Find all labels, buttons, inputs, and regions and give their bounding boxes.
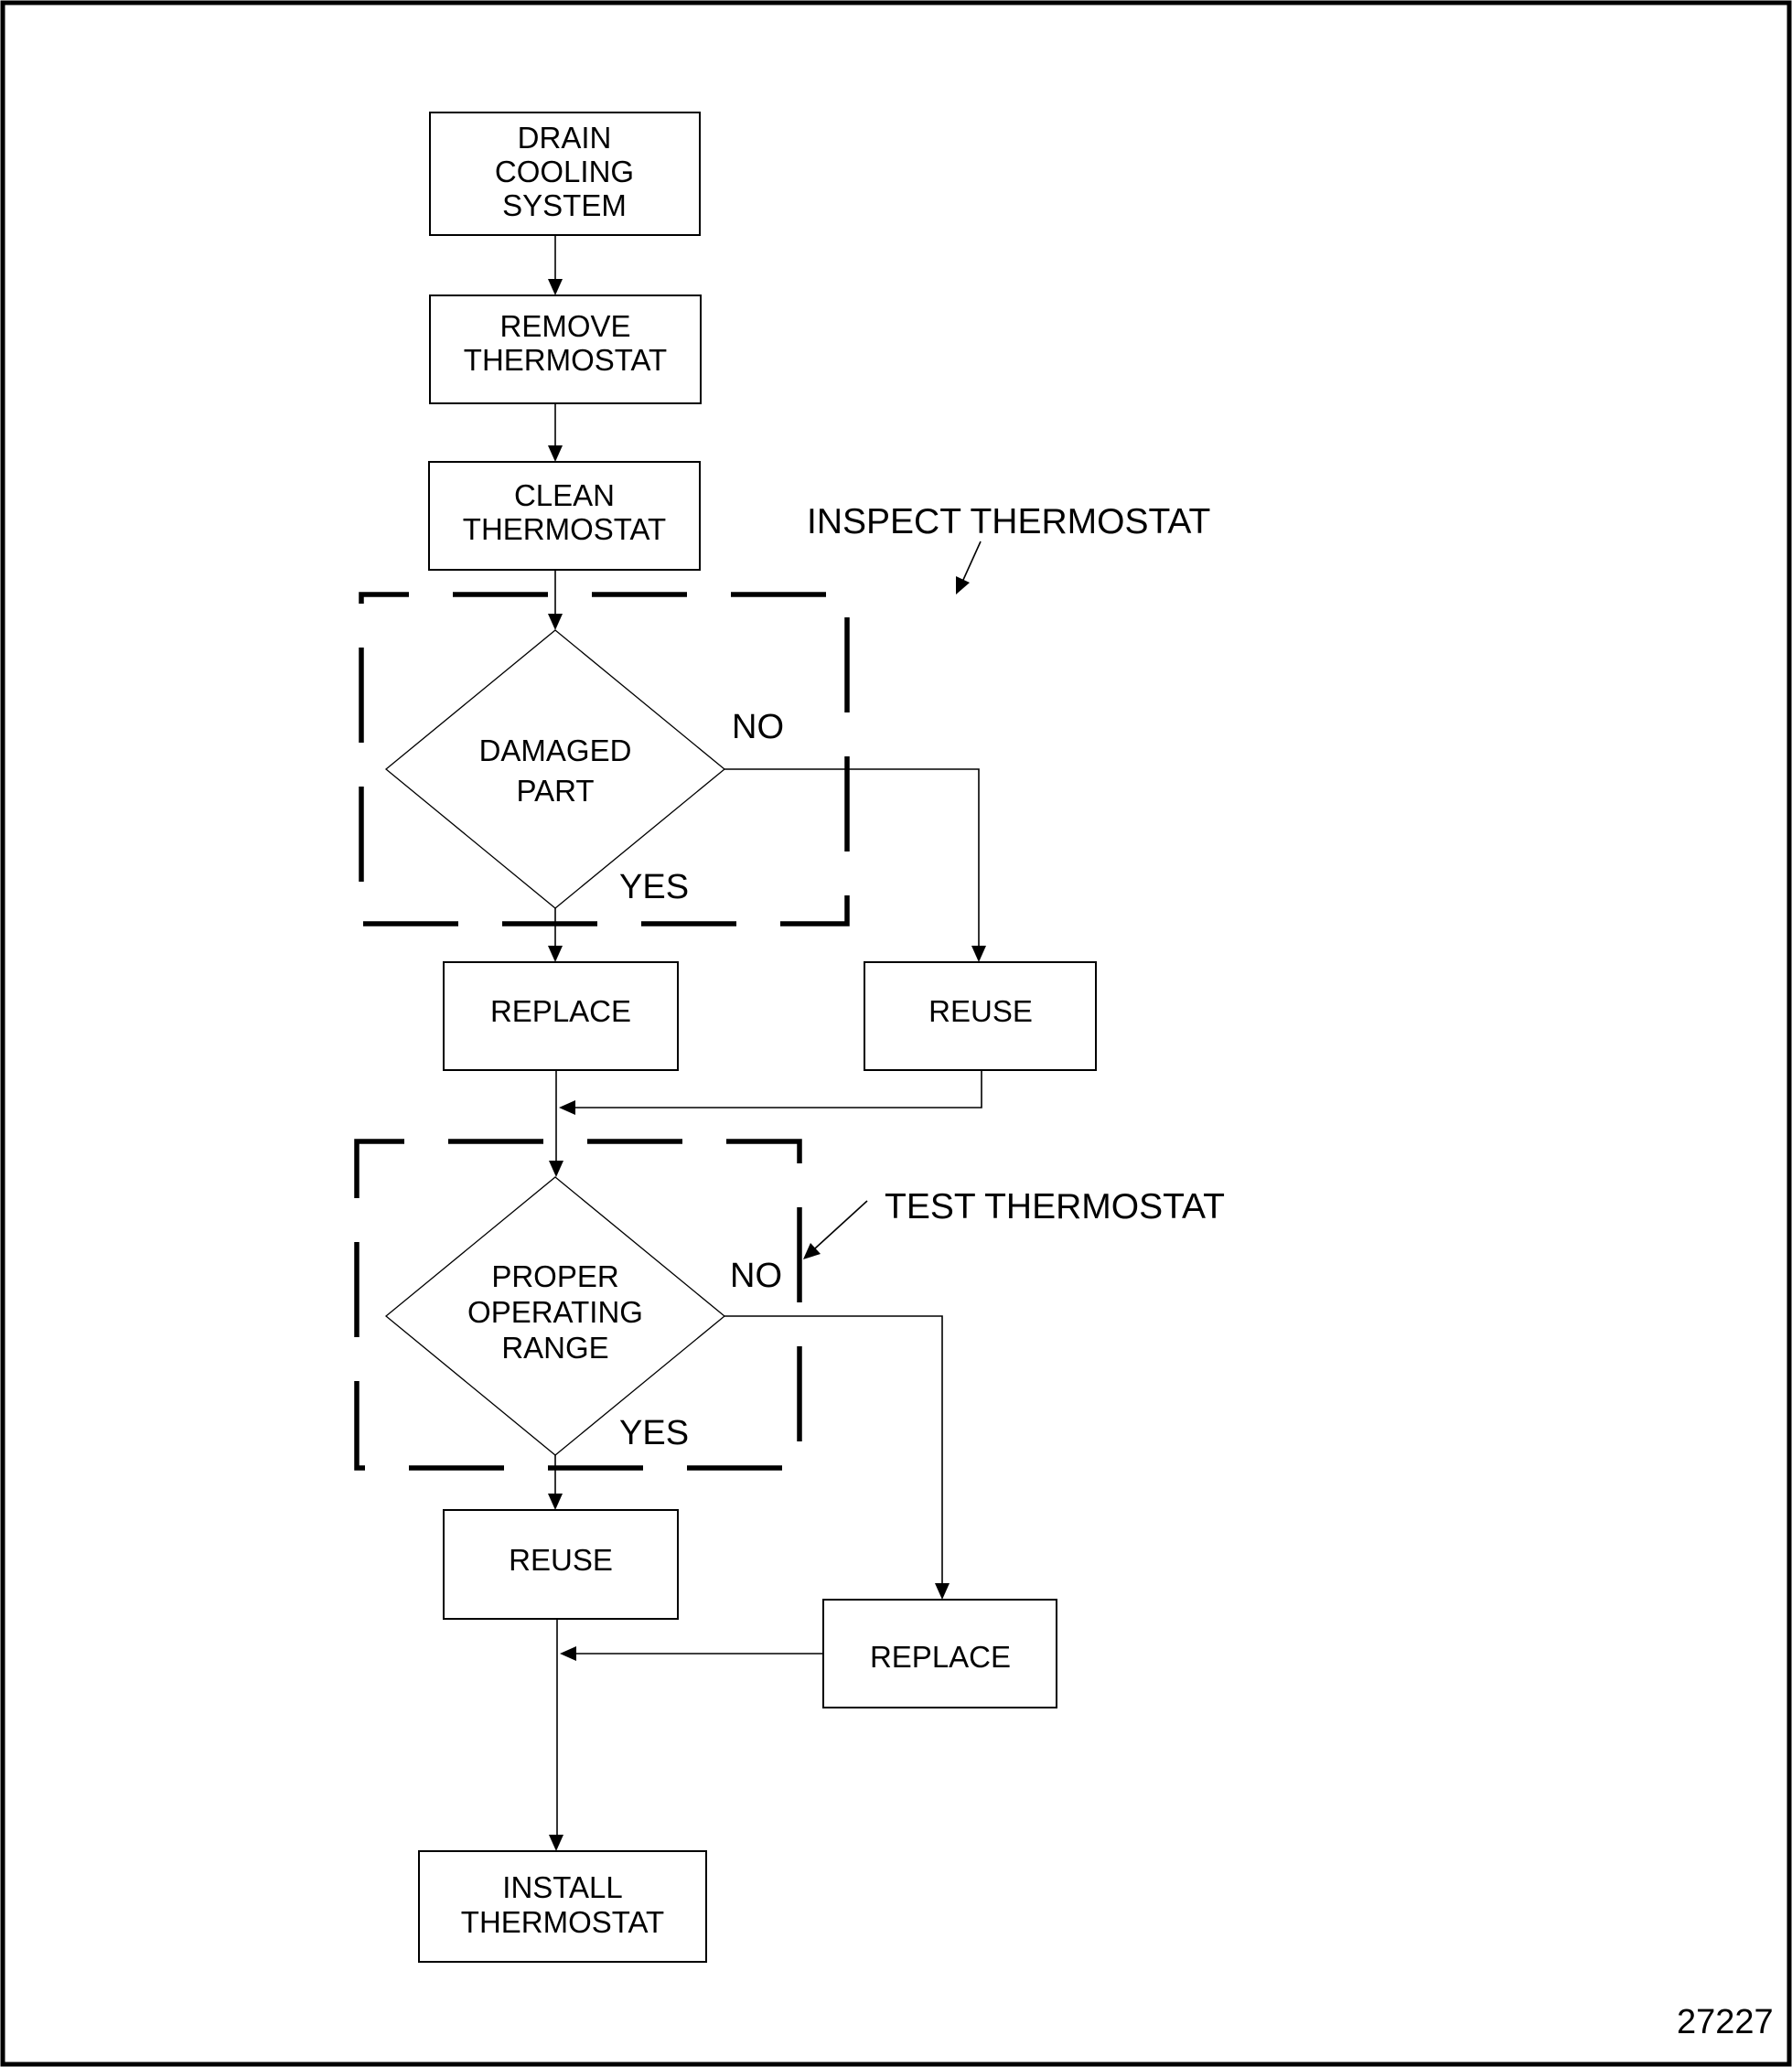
connector-range-no-to-replace (724, 1315, 943, 1583)
range-no-label: NO (730, 1257, 782, 1295)
inspect-thermostat-dashed-region (359, 592, 850, 926)
damaged-decision-label-line1: DAMAGED (479, 734, 632, 767)
replace-damaged-box-label: REPLACE (490, 994, 631, 1028)
damaged-decision-label-line2: PART (517, 774, 595, 808)
arrowhead-into-clean (548, 445, 563, 462)
clean-box-label-line1: CLEAN (514, 478, 615, 512)
drain-cooling-system-box (429, 112, 701, 236)
remove-thermostat-box (429, 295, 702, 404)
replace-out-of-range-box-label: REPLACE (870, 1640, 1011, 1674)
install-thermostat-box (418, 1850, 707, 1963)
arrowhead-into-range-decision (549, 1161, 563, 1177)
replace-out-of-range-box (822, 1599, 1057, 1708)
replace-damaged-box (443, 961, 679, 1071)
inspect-thermostat-label: INSPECT THERMOSTAT (807, 502, 1210, 541)
damaged-part-decision-diamond (384, 629, 726, 909)
reuse-in-range-box (443, 1509, 679, 1620)
arrowhead-into-reuse-in-range (548, 1494, 563, 1510)
test-thermostat-label: TEST THERMOSTAT (885, 1187, 1225, 1226)
reuse-in-range-box-label: REUSE (509, 1543, 613, 1577)
test-thermostat-dashed-region (354, 1139, 802, 1471)
reuse-undamaged-box (864, 961, 1097, 1071)
range-decision-label-line1: PROPER (491, 1259, 618, 1293)
test-label-pointer-line (814, 1200, 868, 1249)
install-box-label-line1: INSTALL (502, 1870, 622, 1904)
drain-box-label-line3: SYSTEM (502, 188, 627, 222)
arrowhead-into-install (549, 1835, 563, 1851)
clean-thermostat-box (428, 461, 701, 571)
arrowhead-into-remove (548, 279, 563, 295)
figure-number: 27227 (1677, 2003, 1774, 2041)
range-yes-label: YES (619, 1414, 689, 1452)
drain-box-label-line1: DRAIN (518, 121, 612, 155)
proper-operating-range-decision-diamond (384, 1176, 726, 1456)
arrowhead-replace-merge (560, 1646, 576, 1661)
range-decision-label-line2: OPERATING (467, 1295, 643, 1329)
reuse-undamaged-box-label: REUSE (928, 994, 1033, 1028)
connector-reuse-merge-line (575, 1070, 982, 1108)
arrowhead-into-damaged-decision (548, 614, 563, 630)
connector-damaged-no-to-reuse (724, 768, 980, 946)
clean-box-label-line2: THERMOSTAT (463, 512, 666, 546)
inspect-label-pointer-arrowhead (956, 576, 970, 594)
arrowhead-into-reuse-undamaged (971, 946, 986, 962)
inspect-label-pointer-line (962, 541, 982, 581)
arrowhead-into-replace-out-of-range (935, 1583, 950, 1600)
damaged-no-label: NO (732, 708, 784, 746)
remove-box-label-line2: THERMOSTAT (464, 343, 667, 377)
remove-box-label-line1: REMOVE (499, 309, 630, 343)
damaged-yes-label: YES (619, 868, 689, 906)
arrowhead-into-replace-damaged (548, 946, 563, 962)
drain-box-label-line2: COOLING (495, 155, 634, 188)
test-label-pointer-arrowhead (803, 1243, 821, 1259)
install-box-label-line2: THERMOSTAT (461, 1905, 664, 1939)
arrowhead-reuse-merge (559, 1100, 575, 1115)
range-decision-label-line3: RANGE (501, 1331, 608, 1365)
